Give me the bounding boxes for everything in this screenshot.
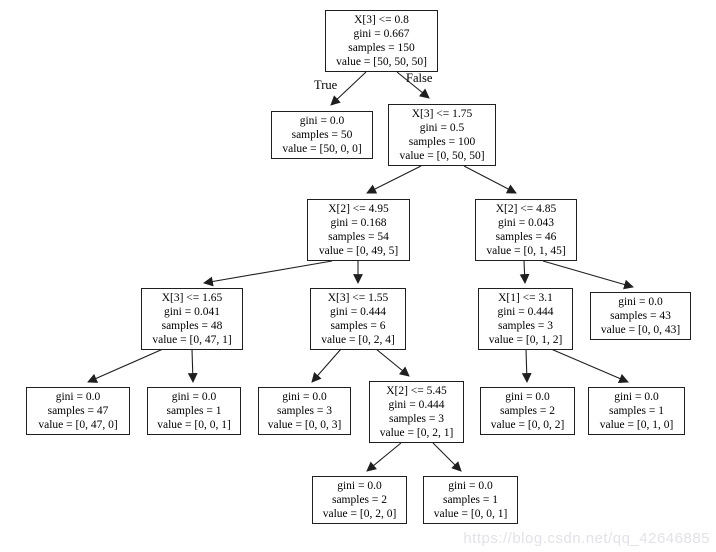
tree-edge xyxy=(463,165,517,194)
tree-edge xyxy=(87,348,164,383)
node-samples: samples = 3 xyxy=(276,405,333,417)
node-samples: samples = 2 xyxy=(331,494,388,506)
tree-node-11: gini = 0.0 samples = 3 value = [0, 0, 3] xyxy=(258,387,351,435)
node-gini: gini = 0.5 xyxy=(419,122,465,134)
node-value: value = [0, 1, 2] xyxy=(488,334,563,346)
node-gini: gini = 0.667 xyxy=(353,28,410,40)
node-samples: samples = 1 xyxy=(442,494,499,506)
node-value: value = [0, 2, 1] xyxy=(379,427,454,439)
node-value: value = [0, 2, 4] xyxy=(321,334,395,346)
node-samples: samples = 2 xyxy=(499,405,556,417)
node-value: value = [0, 0, 2] xyxy=(490,419,565,431)
node-value: value = [50, 50, 50] xyxy=(336,56,427,68)
node-value: value = [0, 47, 1] xyxy=(152,334,232,346)
node-condition: X[3] <= 1.75 xyxy=(411,108,473,120)
tree-node-8: gini = 0.0 samples = 43 value = [0, 0, 4… xyxy=(590,292,691,340)
tree-node-9: gini = 0.0 samples = 47 value = [0, 47, … xyxy=(26,387,130,435)
node-samples: samples = 3 xyxy=(388,413,445,425)
tree-node-13: gini = 0.0 samples = 2 value = [0, 0, 2] xyxy=(480,387,575,435)
node-condition: X[2] <= 5.45 xyxy=(386,385,447,397)
node-samples: samples = 6 xyxy=(330,320,386,332)
node-samples: samples = 48 xyxy=(161,320,223,332)
tree-node-2: X[3] <= 1.75 gini = 0.5 samples = 100 va… xyxy=(388,104,496,166)
tree-edge xyxy=(366,442,402,472)
node-value: value = [0, 50, 50] xyxy=(399,150,485,162)
node-value: value = [0, 1, 0] xyxy=(599,419,674,431)
node-gini: gini = 0.041 xyxy=(163,306,220,318)
node-gini: gini = 0.0 xyxy=(171,391,217,403)
node-value: value = [0, 0, 3] xyxy=(267,419,342,431)
node-gini: gini = 0.0 xyxy=(614,391,659,403)
tree-node-10: gini = 0.0 samples = 1 value = [0, 0, 1] xyxy=(147,387,241,435)
tree-edge xyxy=(432,442,462,472)
tree-edge xyxy=(375,348,410,377)
node-samples: samples = 46 xyxy=(495,231,557,243)
node-value: value = [0, 0, 43] xyxy=(600,324,681,336)
tree-node-3: X[2] <= 4.95 gini = 0.168 samples = 54 v… xyxy=(307,199,410,261)
node-value: value = [0, 47, 0] xyxy=(38,419,118,431)
tree-edge xyxy=(203,260,333,287)
node-samples: samples = 50 xyxy=(291,129,353,141)
tree-node-14: gini = 0.0 samples = 1 value = [0, 1, 0] xyxy=(588,387,685,435)
tree-edge xyxy=(187,348,198,383)
node-gini: gini = 0.0 xyxy=(55,391,101,403)
tree-node-15: gini = 0.0 samples = 2 value = [0, 2, 0] xyxy=(312,476,407,524)
watermark-text: https://blog.csdn.net/qq_42646885 xyxy=(463,530,710,547)
node-value: value = [0, 0, 1] xyxy=(433,508,508,520)
node-samples: samples = 100 xyxy=(408,136,476,148)
node-samples: samples = 3 xyxy=(497,320,554,332)
node-gini: gini = 0.0 xyxy=(505,391,550,403)
tree-node-16: gini = 0.0 samples = 1 value = [0, 0, 1] xyxy=(423,476,518,524)
node-samples: samples = 1 xyxy=(166,405,222,417)
node-gini: gini = 0.444 xyxy=(497,306,554,318)
node-condition: X[3] <= 0.8 xyxy=(354,14,409,26)
tree-edge xyxy=(542,260,634,290)
tree-node-5: X[3] <= 1.65 gini = 0.041 samples = 48 v… xyxy=(141,288,243,350)
node-gini: gini = 0.444 xyxy=(329,306,386,318)
tree-node-1: gini = 0.0 samples = 50 value = [50, 0, … xyxy=(271,111,373,159)
node-value: value = [50, 0, 0] xyxy=(282,143,362,155)
node-condition: X[2] <= 4.85 xyxy=(495,203,557,215)
node-condition: X[3] <= 1.55 xyxy=(327,292,389,304)
node-gini: gini = 0.0 xyxy=(299,115,345,127)
node-value: value = [0, 2, 0] xyxy=(322,508,397,520)
node-condition: X[2] <= 4.95 xyxy=(328,203,389,215)
tree-edge xyxy=(521,348,532,383)
node-value: value = [0, 0, 1] xyxy=(157,419,231,431)
node-gini: gini = 0.043 xyxy=(497,217,554,229)
tree-node-root: X[3] <= 0.8 gini = 0.667 samples = 150 v… xyxy=(325,10,438,72)
node-samples: samples = 43 xyxy=(610,310,671,322)
tree-node-4: X[2] <= 4.85 gini = 0.043 samples = 46 v… xyxy=(475,199,577,261)
tree-node-7: X[1] <= 3.1 gini = 0.444 samples = 3 val… xyxy=(478,288,573,350)
node-gini: gini = 0.168 xyxy=(330,217,387,229)
edge-label-true: True xyxy=(314,78,338,92)
tree-edge xyxy=(519,260,530,284)
tree-node-12: X[2] <= 5.45 gini = 0.444 samples = 3 va… xyxy=(369,381,464,443)
tree-edge xyxy=(311,348,342,383)
node-gini: gini = 0.0 xyxy=(337,480,382,492)
node-samples: samples = 150 xyxy=(348,42,415,54)
tree-edge xyxy=(366,165,422,194)
node-condition: X[1] <= 3.1 xyxy=(498,292,553,304)
node-gini: gini = 0.0 xyxy=(282,391,327,403)
node-samples: samples = 54 xyxy=(328,231,389,243)
node-condition: X[3] <= 1.65 xyxy=(161,292,223,304)
node-samples: samples = 1 xyxy=(608,405,665,417)
tree-edge xyxy=(550,348,629,384)
node-samples: samples = 47 xyxy=(47,405,109,417)
node-gini: gini = 0.0 xyxy=(448,480,493,492)
node-gini: gini = 0.0 xyxy=(618,296,663,308)
edge-label-false: False xyxy=(406,71,433,85)
node-value: value = [0, 49, 5] xyxy=(318,245,399,257)
node-gini: gini = 0.444 xyxy=(388,399,445,411)
tree-node-6: X[3] <= 1.55 gini = 0.444 samples = 6 va… xyxy=(310,288,406,350)
node-value: value = [0, 1, 45] xyxy=(486,245,566,257)
